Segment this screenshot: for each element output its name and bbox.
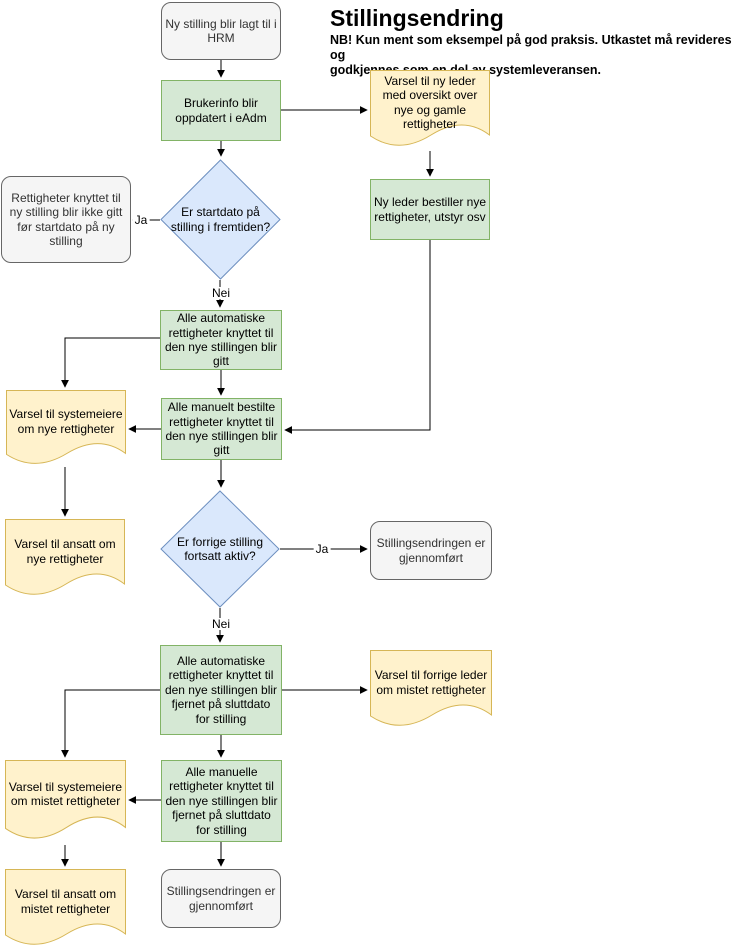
document-varsel-ansatt-nye: Varsel til ansatt om nye rettigheter — [5, 519, 125, 599]
start-ny-stilling-hrm: Ny stilling blir lagt til i HRM — [161, 2, 281, 60]
node-label: Ny stilling blir lagt til i HRM — [165, 16, 277, 45]
node-label: Stillingsendringen er gjennomført — [166, 884, 276, 913]
diamond-shape — [160, 159, 281, 280]
document-shape — [5, 760, 126, 839]
edge-label-startdato-ja: Ja — [132, 213, 150, 227]
node-label: Varsel til ansatt om mistet rettigheter — [14, 887, 117, 916]
node-label: Alle automatiske rettigheter knyttet til… — [164, 654, 278, 726]
document-outline — [6, 390, 126, 464]
document-shape — [6, 390, 126, 464]
node-label: Alle automatiske rettigheter knyttet til… — [164, 311, 278, 369]
document-outline — [5, 760, 126, 839]
edge-label-forrige-ja: Ja — [313, 542, 331, 556]
node-label: Varsel til forrige leder om mistet retti… — [374, 668, 488, 697]
node-label: Er startdato på stilling i fremtiden? — [170, 205, 271, 234]
node-label: Ny leder bestiller nye rettigheter, utst… — [373, 195, 487, 224]
page-title: Stillingsendring — [330, 5, 504, 31]
terminator-gjennomfort-2: Stillingsendringen er gjennomført — [161, 869, 281, 928]
process-ny-leder-bestiller: Ny leder bestiller nye rettigheter, utst… — [370, 179, 490, 240]
node-label: Alle manuelt bestilte rettigheter knytte… — [165, 400, 278, 458]
document-varsel-forrige-leder: Varsel til forrige leder om mistet retti… — [370, 650, 492, 730]
page-note: NB! Kun ment som eksempel på god praksis… — [330, 33, 732, 77]
diamond-outline — [160, 490, 280, 608]
document-varsel-ny-leder: Varsel til ny leder med oversikt over ny… — [370, 70, 490, 150]
document-shape — [370, 650, 492, 726]
node-label: Varsel til systemeiere om nye rettighete… — [9, 407, 123, 436]
document-outline — [5, 869, 126, 945]
node-label: Er forrige stilling fortsatt aktiv? — [176, 534, 264, 563]
process-auto-rettigheter-gitt: Alle automatiske rettigheter knyttet til… — [160, 310, 282, 370]
edge-label-forrige-nei: Nei — [209, 617, 233, 631]
decision-startdato-fremtiden: Er startdato på stilling i fremtiden? — [160, 159, 281, 280]
process-auto-rettigheter-fjernet: Alle automatiske rettigheter knyttet til… — [160, 645, 282, 735]
node-label: Varsel til systemeiere om mistet rettigh… — [8, 779, 123, 808]
node-label: Stillingsendringen er gjennomført — [376, 536, 486, 565]
diamond-outline — [160, 159, 281, 280]
document-shape — [5, 519, 125, 595]
document-shape — [370, 70, 490, 146]
terminator-gjennomfort-1: Stillingsendringen er gjennomført — [370, 521, 492, 580]
decision-forrige-stilling-aktiv: Er forrige stilling fortsatt aktiv? — [160, 490, 280, 608]
edge-label-startdato-nei: Nei — [209, 286, 233, 300]
node-label: Varsel til ny leder med oversikt over ny… — [382, 73, 478, 131]
diamond-shape — [160, 490, 280, 608]
node-label: Rettigheter knyttet til ny stilling blir… — [9, 190, 123, 248]
process-brukerinfo-eadm: Brukerinfo blir oppdatert i eAdm — [161, 80, 281, 141]
document-outline — [370, 70, 490, 146]
node-label: Varsel til ansatt om nye rettigheter — [14, 537, 116, 566]
document-outline — [370, 650, 492, 726]
edge-auto-fjernet-to-varsel-systemeiere-mistet — [61, 689, 160, 758]
document-varsel-systemeiere-nye: Varsel til systemeiere om nye rettighete… — [6, 390, 126, 468]
edge-bestiller-to-manuelt-gitt — [284, 240, 431, 434]
process-manuelle-rettigheter-fjernet: Alle manuelle rettigheter knyttet til de… — [161, 760, 282, 842]
document-shape — [5, 869, 126, 945]
edge-auto-gitt-to-varsel-systemeiere — [61, 337, 160, 388]
document-outline — [5, 519, 125, 595]
document-varsel-ansatt-mistet: Varsel til ansatt om mistet rettigheter — [5, 869, 126, 949]
process-manuelt-bestilte-gitt: Alle manuelt bestilte rettigheter knytte… — [161, 398, 282, 460]
document-varsel-systemeiere-mistet: Varsel til systemeiere om mistet rettigh… — [5, 760, 126, 843]
node-label: Alle manuelle rettigheter knyttet til de… — [165, 765, 278, 837]
terminator-rettigheter-ikke-gitt: Rettigheter knyttet til ny stilling blir… — [1, 176, 131, 263]
node-label: Brukerinfo blir oppdatert i eAdm — [175, 96, 267, 125]
